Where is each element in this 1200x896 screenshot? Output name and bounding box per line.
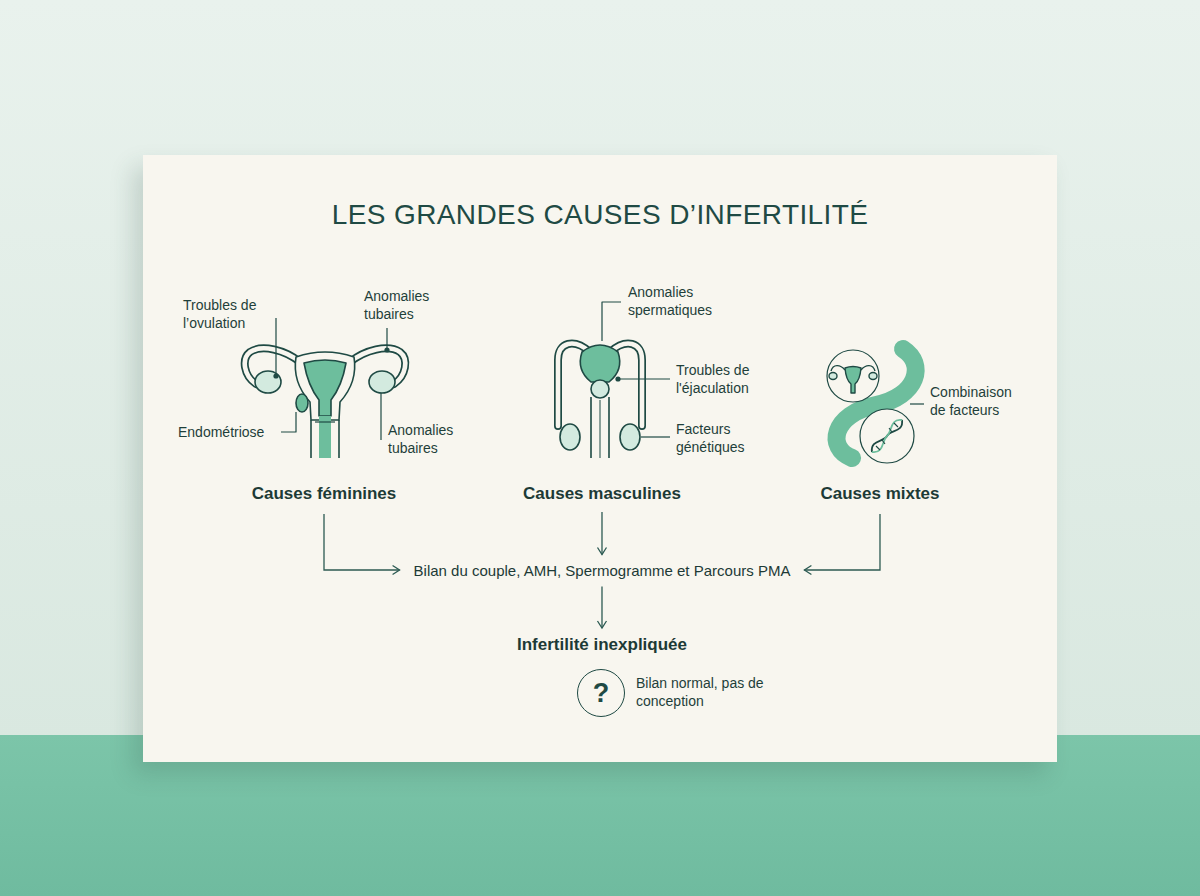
male-illustration — [591, 380, 609, 398]
male-illustration — [560, 424, 580, 450]
mixed-illustration — [827, 349, 924, 463]
female-illustration — [281, 412, 296, 432]
node-text: Infertilité inexpliquée — [517, 635, 687, 655]
female-illustration — [245, 348, 300, 384]
outcome-heading: Infertilité inexpliquée — [511, 633, 693, 657]
mixed-illustration — [837, 349, 916, 458]
male-illustration — [558, 302, 670, 458]
mixed-illustration — [831, 366, 875, 371]
male-illustration — [580, 345, 619, 382]
mixed-illustration — [872, 420, 902, 452]
female-illustration — [245, 348, 300, 384]
diagram-title: LES GRANDES CAUSES D’INFERTILITÉ — [143, 199, 1057, 231]
node-text: Causes mixtes — [820, 484, 939, 504]
flow-arrow — [324, 514, 400, 570]
part-label: Troubles de l’ovulation — [183, 297, 273, 333]
female-illustration — [315, 421, 335, 422]
female-illustration — [311, 420, 339, 458]
node-text: Causes féminines — [252, 484, 397, 504]
female-illustration — [275, 318, 276, 374]
part-label: Troubles de l'éjaculation — [676, 362, 776, 398]
node-text: Bilan du couple, AMH, Spermogramme et Pa… — [414, 562, 791, 579]
question-mark: ? — [593, 680, 610, 707]
mixed-illustration — [872, 420, 902, 452]
male-illustration — [602, 302, 621, 341]
mixed-illustration — [845, 367, 861, 394]
male-illustration — [591, 397, 609, 458]
flow-arrow — [601, 512, 602, 555]
male-illustration — [615, 376, 620, 381]
part-label: Anomalies tubaires — [388, 422, 468, 458]
mixed-illustration — [910, 403, 924, 404]
process-step: Bilan du couple, AMH, Spermogramme et Pa… — [406, 560, 799, 581]
part-label: Combinaison de facteurs — [930, 384, 1025, 420]
female-illustration — [319, 416, 331, 458]
female-illustration — [350, 348, 405, 384]
male-illustration — [600, 400, 601, 458]
female-illustration — [296, 394, 308, 412]
category-heading: Causes mixtes — [814, 482, 945, 506]
male-illustration — [641, 436, 670, 437]
category-heading: Causes féminines — [246, 482, 403, 506]
female-illustration — [380, 393, 381, 440]
female-illustration — [386, 328, 387, 349]
part-label: Facteurs génétiques — [676, 421, 761, 457]
male-illustration — [558, 344, 590, 426]
female-illustration — [304, 360, 346, 416]
mixed-illustration — [827, 350, 879, 402]
part-label: Anomalies spermatiques — [628, 284, 728, 320]
part-label: Endométriose — [178, 424, 278, 442]
question-circle: ?Bilan normal, pas de conception — [577, 669, 625, 717]
mixed-illustration — [869, 373, 877, 380]
mixed-illustration — [829, 373, 837, 380]
male-illustration — [558, 344, 590, 426]
flow-arrow — [804, 514, 880, 570]
male-illustration — [620, 424, 640, 450]
female-illustration — [350, 348, 405, 384]
part-label: Anomalies tubaires — [364, 288, 444, 324]
female-illustration — [384, 347, 389, 352]
mixed-illustration — [860, 409, 914, 463]
male-illustration — [610, 344, 642, 426]
female-illustration — [273, 373, 278, 378]
female-illustration — [369, 371, 395, 393]
female-illustration — [255, 371, 281, 393]
male-illustration — [610, 344, 642, 426]
flow-arrow — [601, 587, 602, 629]
node-text: Causes masculines — [523, 484, 681, 504]
node-note: Bilan normal, pas de conception — [636, 675, 771, 711]
mixed-illustration — [876, 423, 898, 450]
female-illustration — [295, 352, 354, 420]
male-illustration — [618, 378, 670, 379]
category-heading: Causes masculines — [517, 482, 687, 506]
female-illustration — [245, 318, 405, 458]
